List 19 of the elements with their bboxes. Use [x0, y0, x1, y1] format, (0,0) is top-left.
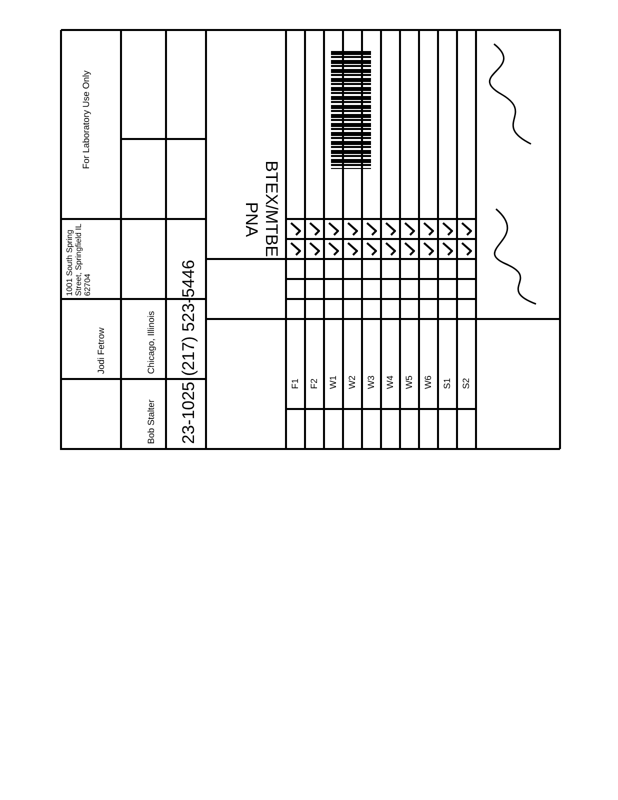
form-field-text: Chicago, Illinois — [146, 310, 156, 374]
form-field-text: 1001 South Spring Street, Springfield IL 62704 — [65, 222, 92, 296]
sample-id: F1 — [290, 378, 300, 389]
sample-id: W3 — [366, 376, 376, 389]
form-field-text: 23-1025 — [179, 382, 199, 444]
sample-id: W6 — [423, 376, 433, 389]
form-field-text: Jodi Fetrow — [96, 327, 106, 374]
sample-id: W1 — [328, 376, 338, 389]
sample-id: S1 — [442, 378, 452, 389]
sample-id: S2 — [461, 378, 471, 389]
form-heading: For Laboratory Use Only — [81, 70, 91, 169]
form-field-text: (217) 523-5446 — [179, 260, 199, 376]
form-field-text: PNA — [241, 202, 261, 237]
form-field-text: Bob Stalter — [146, 399, 156, 444]
sample-id: F2 — [309, 378, 319, 389]
sample-id: W5 — [404, 376, 414, 389]
form-field-text: BTEX/MTBE — [261, 160, 281, 257]
sample-id: W2 — [347, 376, 357, 389]
sample-id: W4 — [385, 376, 395, 389]
